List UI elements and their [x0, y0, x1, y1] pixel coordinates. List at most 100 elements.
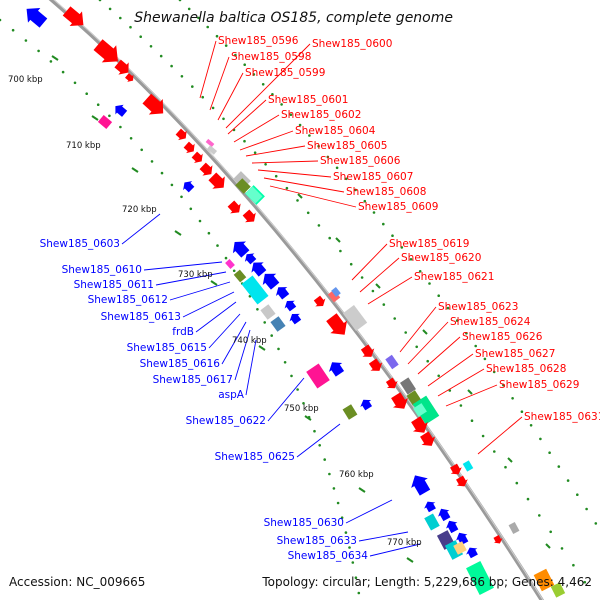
scale-tick — [174, 230, 182, 236]
guide-dot — [483, 357, 487, 361]
misc-feature-box-shape — [550, 582, 566, 598]
forward-gene-arrow-shape — [411, 416, 428, 433]
misc-feature-box-shape — [413, 403, 427, 417]
forward-gene-arrow — [391, 392, 408, 409]
guide-dot — [339, 249, 342, 253]
forward-gene-arrow-shape — [456, 475, 468, 487]
leader-line — [245, 339, 257, 396]
guide-dot — [263, 321, 267, 324]
guide-dot — [85, 92, 88, 95]
guide-dot — [232, 269, 236, 273]
scale-tick — [467, 389, 473, 395]
leader-line — [121, 213, 161, 245]
forward-gene-arrow — [493, 535, 503, 544]
misc-feature-box-shape — [235, 178, 251, 194]
reverse-gene-arrow — [360, 399, 373, 411]
guide-dot — [583, 580, 587, 584]
guide-dot — [108, 114, 111, 118]
misc-feature-box — [412, 395, 440, 425]
leader-line — [227, 99, 267, 135]
leader-line — [427, 353, 474, 387]
reverse-gene-arrow — [262, 273, 280, 290]
scale-tick — [210, 280, 218, 286]
leader-line — [407, 321, 449, 365]
misc-feature-box-shape — [533, 568, 555, 592]
forward-gene-label: Shew185_0596 — [218, 35, 299, 47]
forward-gene-arrow — [142, 93, 164, 115]
forward-gene-arrow-shape — [385, 377, 398, 389]
forward-gene-arrow — [411, 416, 428, 433]
guide-dot — [428, 282, 431, 285]
misc-feature-box — [342, 404, 358, 420]
forward-gene-label: Shew185_0601 — [268, 94, 348, 106]
reverse-gene-arrow — [289, 313, 302, 325]
guide-dot — [415, 345, 419, 349]
leader-line — [445, 384, 498, 407]
forward-gene-arrow — [191, 151, 203, 164]
guide-dot — [197, 16, 200, 20]
leader-line — [199, 40, 217, 99]
leader-line — [345, 499, 393, 524]
scale-label: 750 kbp — [284, 404, 319, 414]
forward-gene-arrow — [242, 209, 256, 223]
misc-feature-box-shape — [270, 316, 286, 332]
forward-gene-arrow-shape — [93, 39, 118, 63]
guide-dot — [515, 481, 519, 485]
leader-line — [195, 301, 237, 333]
guide-dot — [285, 186, 289, 190]
guide-dot — [529, 424, 533, 427]
guide-dot — [371, 289, 375, 293]
forward-gene-arrow — [114, 59, 129, 75]
forward-gene-label: Shew185_0609 — [358, 201, 438, 213]
misc-feature-box — [550, 582, 566, 598]
guide-dot — [277, 347, 280, 351]
reverse-gene-arrow — [26, 7, 48, 28]
label-leader-lines — [121, 40, 523, 557]
scale-label: 770 kbp — [387, 538, 422, 548]
reverse-gene-arrow-shape — [289, 313, 302, 325]
guide-dot — [224, 44, 228, 47]
scale-label: 710 kbp — [66, 141, 101, 151]
misc-feature-box — [533, 568, 555, 592]
guide-dot — [349, 262, 353, 266]
guide-dot — [372, 211, 376, 214]
forward-gene-arrow — [183, 141, 195, 154]
reverse-gene-arrow-shape — [360, 399, 373, 411]
reverse-gene-arrow-shape — [183, 181, 195, 193]
guide-dot — [409, 258, 413, 261]
leader-line — [239, 130, 294, 151]
guide-dot — [328, 472, 331, 476]
forward-gene-label: Shew185_0626 — [462, 331, 543, 343]
forward-gene-label: Shew185_0599 — [245, 67, 325, 79]
forward-gene-label: Shew185_0620 — [401, 252, 481, 264]
scale-label: 730 kbp — [178, 270, 213, 280]
leader-line — [245, 145, 306, 157]
guide-dot — [526, 497, 530, 501]
forward-gene-label: Shew185_0627 — [475, 348, 555, 360]
guide-dot — [502, 383, 505, 387]
forward-gene-arrow — [199, 162, 213, 176]
guide-dot — [206, 25, 209, 29]
misc-feature-box-shape — [225, 259, 235, 269]
misc-feature-box — [385, 354, 399, 370]
misc-feature-box — [424, 513, 440, 531]
reverse-gene-label: Shew185_0625 — [215, 451, 295, 463]
guide-dot — [290, 374, 293, 378]
misc-feature-box-shape — [342, 404, 358, 420]
guide-dot — [270, 334, 274, 337]
guide-dot — [149, 45, 153, 48]
forward-gene-arrow — [450, 463, 462, 475]
reverse-gene-arrow-shape — [328, 362, 345, 377]
forward-gene-label: Shew185_0598 — [231, 51, 311, 63]
reverse-gene-arrow-shape — [438, 508, 451, 522]
guide-dot — [243, 139, 246, 143]
reverse-gene-label: aspA — [218, 389, 245, 401]
reverse-gene-label: Shew185_0616 — [140, 358, 221, 370]
scale-ticks — [51, 55, 551, 563]
guide-dot — [382, 222, 385, 226]
reverse-gene-arrow — [232, 241, 250, 258]
reverse-gene-arrow — [466, 547, 478, 559]
forward-gene-arrow-shape — [450, 463, 462, 475]
reverse-gene-arrow — [251, 262, 267, 277]
forward-gene-arrow-shape — [175, 128, 187, 141]
